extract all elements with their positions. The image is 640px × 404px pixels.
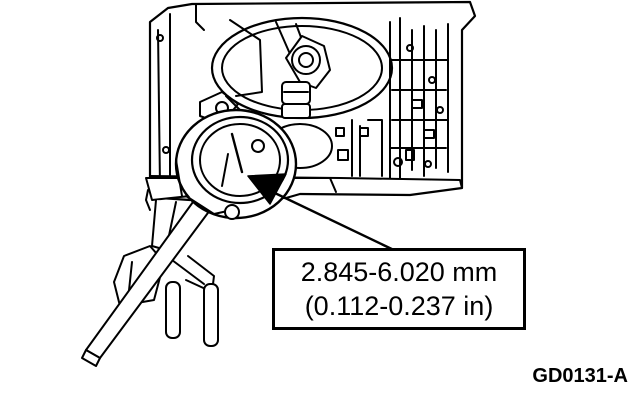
clearance-callout: 2.845-6.020 mm (0.112-0.237 in) [272, 248, 526, 330]
dial-indicator [174, 108, 298, 220]
figure-code: GD0131-A [532, 365, 628, 387]
clearance-metric: 2.845-6.020 mm [300, 257, 498, 287]
servo-piston [281, 35, 331, 119]
callout-leader [247, 173, 400, 254]
clearance-imperial: (0.112-0.237 in) [304, 291, 494, 321]
magnetic-base-stand [113, 177, 219, 347]
